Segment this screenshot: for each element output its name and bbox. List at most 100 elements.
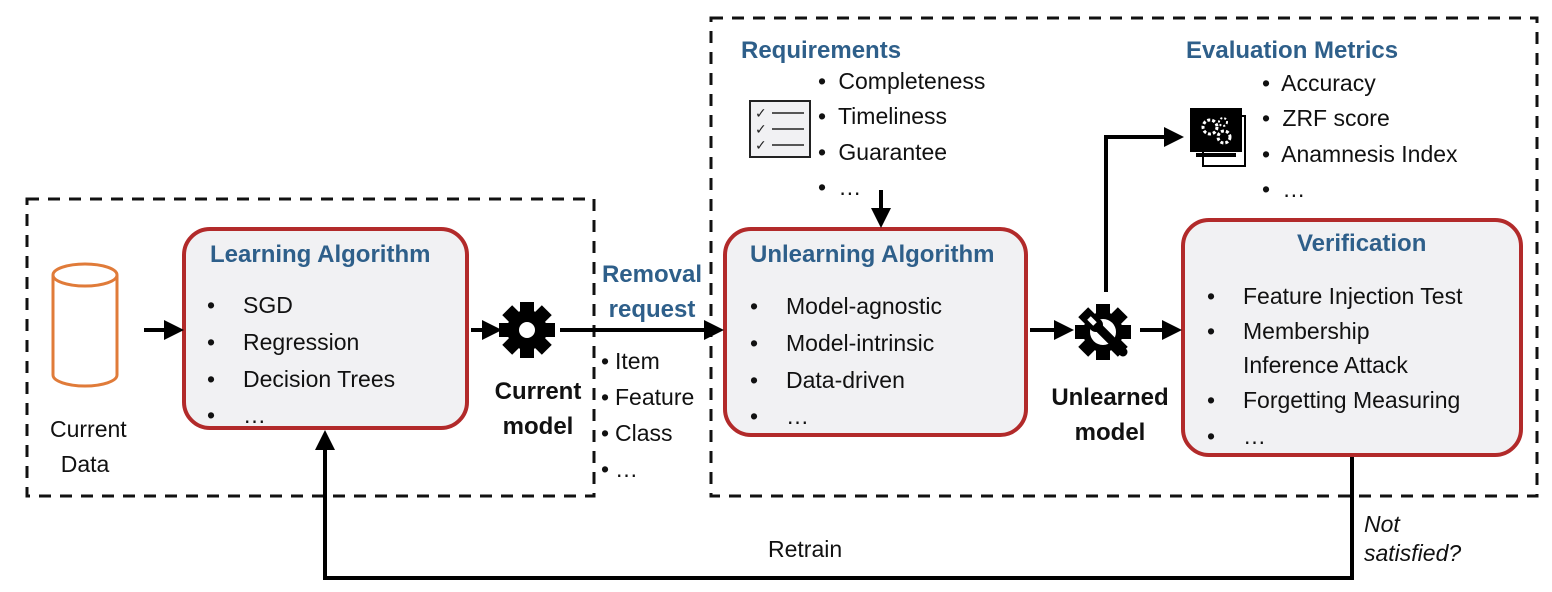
bullet: • (601, 420, 610, 446)
learning-algorithm-box (182, 227, 469, 430)
bullet: • (601, 384, 610, 410)
verification-item-label: Forgetting Measuring (1243, 387, 1461, 413)
evaluation-metrics-title: Evaluation Metrics (1186, 37, 1399, 64)
removal-request-title: Removal request (598, 258, 706, 328)
requirement-item: • … (818, 176, 861, 199)
verification-item: • Membership (1207, 320, 1370, 343)
bullet: • (1207, 387, 1216, 413)
learning-item: • Regression (207, 331, 359, 354)
bullet: • (818, 174, 827, 200)
learning-item: • Decision Trees (207, 368, 395, 391)
svg-text:✓: ✓ (755, 122, 767, 138)
requirement-item-label: … (838, 174, 862, 200)
removal-item-label: Class (615, 420, 673, 446)
unlearning-algorithm-box (723, 227, 1028, 437)
unlearned-model-line2: model (1074, 418, 1146, 446)
verification-item: • Forgetting Measuring (1207, 389, 1460, 412)
bullet: • (207, 366, 216, 392)
removal-item: •… (601, 458, 638, 481)
verification-item: •… (1207, 425, 1266, 448)
evaluation-item-label: Anamnesis Index (1281, 141, 1458, 167)
evaluation-item-label: Accuracy (1281, 70, 1376, 96)
verification-item-continued: Inference Attack (1243, 352, 1408, 378)
arrow-retrain-loop (315, 430, 1354, 580)
bullet: • (207, 292, 216, 318)
bullet: • (1207, 283, 1216, 309)
removal-title-line2: request (608, 295, 696, 323)
bullet: • (601, 348, 610, 374)
not-satisfied-label: Not satisfied? (1364, 510, 1461, 568)
unlearning-item-label: Data-driven (786, 367, 905, 393)
bullet: • (750, 367, 759, 393)
bullet: • (1262, 70, 1271, 96)
removal-item: •Item (601, 350, 660, 373)
bullet: • (207, 329, 216, 355)
current-model-line2: model (502, 412, 574, 440)
requirement-item: • Guarantee (818, 141, 947, 164)
current-model-label: Current model (492, 375, 584, 445)
learning-algorithm-title: Learning Algorithm (210, 241, 431, 268)
gear-icon (499, 302, 555, 358)
svg-text:✓: ✓ (755, 106, 767, 122)
unlearning-item-label: Model-agnostic (786, 293, 942, 319)
requirement-item: • Completeness (818, 70, 985, 93)
gear-wrench-icon (1075, 304, 1131, 360)
unlearning-item: • Model-intrinsic (750, 332, 934, 355)
bullet: • (1262, 105, 1271, 131)
checklist-icon: ✓ ✓ ✓ (749, 100, 811, 158)
unlearning-item: • Data-driven (750, 369, 905, 392)
svg-text:✓: ✓ (755, 138, 767, 154)
bullet: • (750, 330, 759, 356)
removal-item-label: … (615, 456, 638, 482)
verification-title: Verification (1297, 230, 1427, 257)
learning-item-label: Regression (243, 329, 360, 355)
not-satisfied-line1: Not (1364, 511, 1400, 537)
verification-item-label: Membership (1243, 318, 1370, 344)
bullet: • (818, 68, 827, 94)
removal-item: •Feature (601, 386, 694, 409)
evaluation-item-label: … (1282, 176, 1306, 202)
evaluation-item-label: ZRF score (1282, 105, 1390, 131)
unlearning-algorithm-title: Unlearning Algorithm (750, 241, 995, 268)
current-data-line2: Data (60, 450, 110, 477)
learning-item-label: Decision Trees (243, 366, 396, 392)
requirement-item-label: Timeliness (837, 103, 948, 129)
evaluation-item: • Accuracy (1262, 72, 1376, 95)
evaluation-item: • ZRF score (1262, 107, 1390, 130)
unlearning-item: •… (750, 405, 809, 428)
removal-title-line1: Removal (601, 261, 703, 288)
bullet: • (1207, 318, 1216, 344)
bullet: • (1262, 141, 1271, 167)
learning-item: •… (207, 404, 266, 427)
removal-item: •Class (601, 422, 673, 445)
verification-item-label: … (1243, 423, 1266, 449)
evaluation-item: • Anamnesis Index (1262, 143, 1458, 166)
bullet: • (818, 139, 827, 165)
removal-item-label: Item (615, 348, 660, 374)
verification-box (1181, 218, 1523, 457)
verification-item-label: Feature Injection Test (1243, 283, 1463, 309)
bullet: • (1262, 176, 1271, 202)
unlearning-item-label: … (786, 403, 809, 429)
bullet: • (207, 402, 216, 428)
unlearning-item: • Model-agnostic (750, 295, 942, 318)
evaluation-monitor-icon (1190, 108, 1246, 167)
bullet: • (750, 293, 759, 319)
unlearning-item-label: Model-intrinsic (786, 330, 935, 356)
learning-item-label: … (243, 402, 266, 428)
database-icon (51, 262, 119, 388)
requirement-item-label: Completeness (838, 68, 986, 94)
bullet: • (1207, 423, 1216, 449)
removal-item-label: Feature (615, 384, 695, 410)
current-data-label: Current Data (50, 412, 127, 481)
training-group-dashed-border (25, 197, 596, 498)
unlearned-model-line1: Unlearned (1051, 384, 1169, 411)
current-model-line1: Current (494, 378, 582, 405)
learning-item-label: SGD (243, 292, 293, 318)
current-data-line1: Current (50, 416, 127, 442)
not-satisfied-line2: satisfied? (1364, 539, 1462, 566)
verification-item: • Feature Injection Test (1207, 285, 1462, 308)
bullet: • (818, 103, 827, 129)
unlearned-model-label: Unlearned model (1043, 381, 1177, 451)
